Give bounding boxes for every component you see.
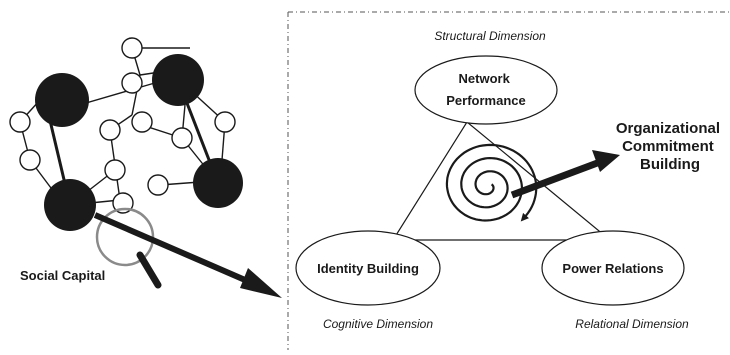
cognitive-dimension-label: Cognitive Dimension xyxy=(323,317,433,331)
network-hub xyxy=(35,73,89,127)
network-node xyxy=(131,111,153,133)
model: Structural Dimension Organizational Comm… xyxy=(295,29,724,331)
network-to-model-arrow xyxy=(93,212,282,298)
network-node xyxy=(171,127,193,149)
svg-text:Network Performance: Network Performance xyxy=(446,71,525,108)
network-performance-line-2: Performance xyxy=(446,93,525,108)
network-small-nodes xyxy=(9,37,236,214)
model-frame xyxy=(287,11,730,350)
network-performance-node: Network Performance xyxy=(414,55,558,125)
social-capital-label: Social Capital xyxy=(20,268,105,283)
outcome-arrow xyxy=(510,150,620,199)
identity-building-node: Identity Building xyxy=(295,230,441,306)
social-network: Social Capital xyxy=(9,37,282,298)
relational-dimension-label: Relational Dimension xyxy=(575,317,689,331)
network-node xyxy=(147,174,169,196)
network-node xyxy=(214,111,236,133)
network-hub xyxy=(193,158,243,208)
network-node xyxy=(99,119,121,141)
commitment-spiral xyxy=(445,143,538,222)
structural-dimension-label: Structural Dimension xyxy=(434,29,546,43)
outcome-line-1: Organizational xyxy=(616,120,720,137)
network-node xyxy=(121,72,143,94)
network-node xyxy=(19,149,41,171)
identity-building-label: Identity Building xyxy=(317,261,419,276)
network-node xyxy=(9,111,31,133)
outcome-label: Organizational Commitment Building xyxy=(616,120,724,173)
outcome-line-3: Building xyxy=(640,156,700,173)
network-node xyxy=(104,159,126,181)
outcome-line-2: Commitment xyxy=(622,138,714,155)
network-node xyxy=(121,37,143,59)
power-relations-label: Power Relations xyxy=(562,261,663,276)
network-hub xyxy=(152,54,204,106)
network-hub xyxy=(44,179,96,231)
network-large-nodes xyxy=(35,54,243,231)
dimension-triangle xyxy=(391,121,612,241)
network-performance-line-1: Network xyxy=(459,71,511,86)
power-relations-node: Power Relations xyxy=(541,230,685,306)
